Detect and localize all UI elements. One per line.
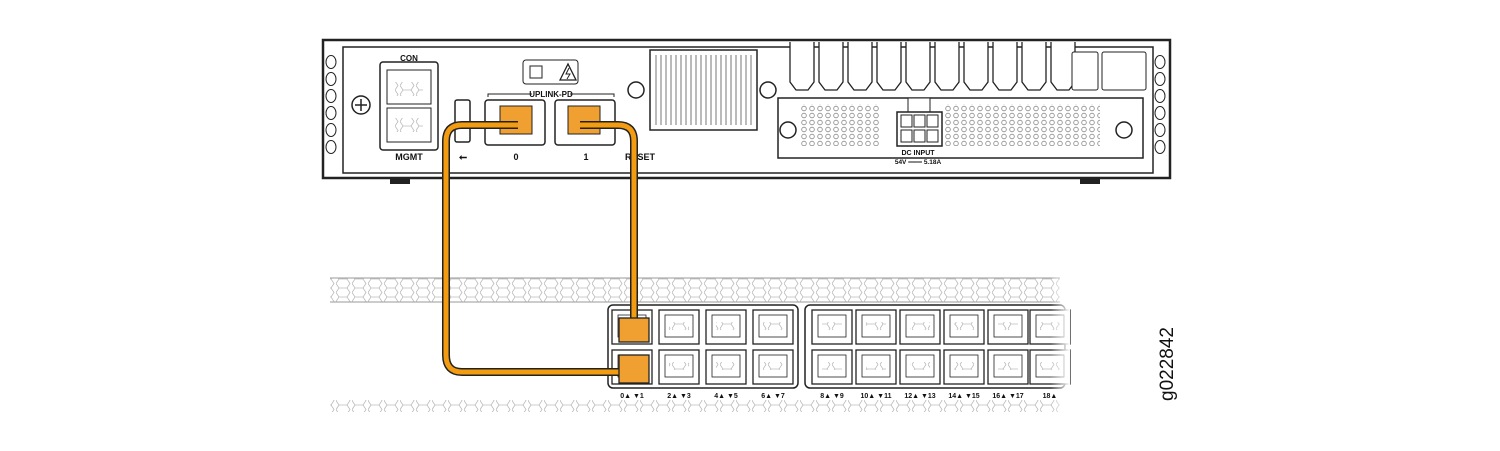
- fin: [789, 42, 815, 91]
- ear-hole: [325, 89, 337, 103]
- fin: [876, 42, 902, 91]
- ear-hole: [1154, 89, 1166, 103]
- dc-input-connector[interactable]: [896, 97, 943, 147]
- switch-port-12[interactable]: [899, 309, 941, 345]
- port-pair-label: 4▲ ▼5: [714, 393, 738, 400]
- switch-port-2[interactable]: [658, 309, 700, 345]
- fin: [963, 42, 989, 91]
- fin: [992, 42, 1018, 91]
- dc-rating-label: 54V ═══ 5.18A: [895, 159, 942, 166]
- cable-uplink-0: [443, 122, 632, 375]
- ear-hole: [1154, 123, 1166, 137]
- mounting-ear-holes: [325, 55, 1166, 154]
- fin: [905, 42, 931, 91]
- switch-port-9[interactable]: [811, 349, 853, 385]
- usb-icon: ⭠: [459, 152, 467, 163]
- ear-hole: [1154, 140, 1166, 154]
- mgmt-label: MGMT: [395, 152, 423, 162]
- switch-port-8[interactable]: [811, 309, 853, 345]
- console-mgmt-port[interactable]: [379, 61, 439, 151]
- port-pair-label: 6▲ ▼7: [761, 393, 785, 400]
- fin: [1050, 42, 1076, 91]
- switch-port-13[interactable]: [899, 349, 941, 385]
- screw-icon: [1115, 121, 1133, 139]
- port-pair-label: 0▲ ▼1: [620, 393, 644, 400]
- switch-port-11[interactable]: [855, 349, 897, 385]
- port-pair-label: 16▲ ▼17: [992, 393, 1023, 400]
- port-pair-label: 8▲ ▼9: [820, 393, 844, 400]
- fin: [934, 42, 960, 91]
- figure-id-text: g022842: [1157, 326, 1178, 401]
- switch-port-5[interactable]: [705, 349, 747, 385]
- switch-port-3[interactable]: [658, 349, 700, 385]
- figure-id: g022842: [1148, 316, 1188, 411]
- port-pair-label: 12▲ ▼13: [904, 393, 935, 400]
- fade-overlay-top: [940, 270, 1070, 389]
- ear-hole: [325, 72, 337, 86]
- ear-hole: [1154, 106, 1166, 120]
- uplink-1-label: 1: [583, 152, 588, 162]
- con-label: CON: [400, 54, 418, 63]
- cable-uplink-1: [580, 122, 637, 335]
- ethernet-cables: [442, 121, 650, 384]
- port-labels: 0▲ ▼1 2▲ ▼3 4▲ ▼5 6▲ ▼7 8▲ ▼9 10▲ ▼11 12▲ ▼13 1…: [620, 393, 1057, 400]
- ear-hole: [1154, 72, 1166, 86]
- plug-port-1-bottom: [618, 354, 650, 384]
- plug-port-0-top: [618, 317, 650, 343]
- ear-hole: [325, 106, 337, 120]
- port-pair-label: 14▲ ▼15: [948, 393, 979, 400]
- port-pair-label: 10▲ ▼11: [861, 393, 892, 400]
- screw-icon: [759, 81, 777, 99]
- uplink-pd-label: UPLINK-PD: [529, 90, 573, 99]
- fade-overlay-bottom: [940, 400, 1070, 420]
- switch-port-7[interactable]: [752, 349, 794, 385]
- ear-hole: [1154, 55, 1166, 69]
- port-pair-label: 18▲: [1043, 393, 1058, 400]
- cooling-fins: [789, 42, 1147, 91]
- ear-hole: [325, 123, 337, 137]
- switch-port-10[interactable]: [855, 309, 897, 345]
- poe-warning-icons: [522, 59, 579, 85]
- fin: [1021, 42, 1047, 91]
- gateway-device: CON MGMT ⭠ UPLINK-PD 0 1 RESET: [321, 38, 1172, 184]
- switch-port-6[interactable]: [752, 309, 794, 345]
- screw-icon: [779, 121, 797, 139]
- ear-hole: [325, 55, 337, 69]
- switch-port-4[interactable]: [705, 309, 747, 345]
- fin: [847, 42, 873, 91]
- screw-icon: [627, 81, 645, 99]
- dc-input-label: DC INPUT: [901, 150, 935, 157]
- reset-label: RESET: [625, 152, 656, 162]
- ear-hole: [325, 140, 337, 154]
- fin: [818, 42, 844, 91]
- port-pair-label: 2▲ ▼3: [667, 393, 691, 400]
- vent: [649, 49, 758, 131]
- uplink-0-label: 0: [513, 152, 518, 162]
